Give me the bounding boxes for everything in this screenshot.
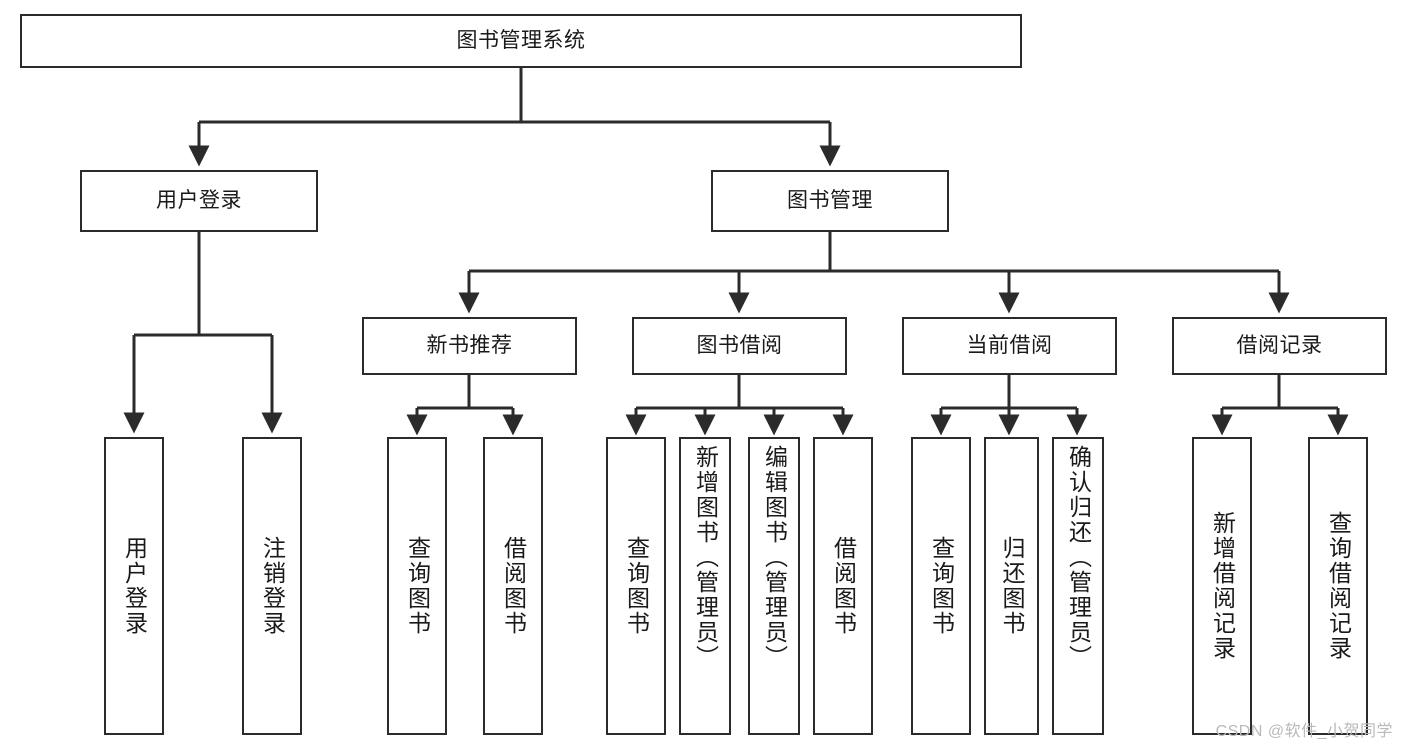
node-root-system[interactable]: 图书管理系统	[20, 14, 1022, 68]
leaf-records-add-record[interactable]: 新增借阅记录	[1192, 437, 1252, 735]
node-current-borrow-label: 当前借阅	[966, 334, 1053, 358]
node-new-book-recommend-label: 新书推荐	[426, 334, 513, 358]
leaf-current-return-book[interactable]: 归还图书	[984, 437, 1039, 735]
node-borrow-records-label: 借阅记录	[1236, 334, 1323, 358]
leaf-new-book-borrow[interactable]: 借阅图书	[483, 437, 543, 735]
leaf-records-query-record[interactable]: 查询借阅记录	[1308, 437, 1368, 735]
node-book-management[interactable]: 图书管理	[711, 170, 949, 232]
leaf-borrow-edit-book-admin[interactable]: 编辑图书（管理员）	[748, 437, 800, 735]
leaf-user-login-logout[interactable]: 注销登录	[242, 437, 302, 735]
leaf-borrow-borrow-book[interactable]: 借阅图书	[813, 437, 873, 735]
node-book-borrow[interactable]: 图书借阅	[632, 317, 847, 375]
leaf-borrow-query-book-label: 查询图书	[623, 536, 650, 636]
leaf-borrow-query-book[interactable]: 查询图书	[606, 437, 666, 735]
watermark-text: CSDN @软件_小贺同学	[1215, 723, 1393, 740]
leaf-current-return-book-label: 归还图书	[999, 536, 1025, 636]
node-borrow-records[interactable]: 借阅记录	[1172, 317, 1387, 375]
leaf-new-book-borrow-label: 借阅图书	[500, 536, 527, 636]
node-book-borrow-label: 图书借阅	[696, 334, 783, 358]
node-current-borrow[interactable]: 当前借阅	[902, 317, 1117, 375]
node-root-system-label: 图书管理系统	[456, 29, 586, 53]
leaf-records-add-record-label: 新增借阅记录	[1209, 511, 1236, 661]
leaf-borrow-edit-book-admin-label: 编辑图书（管理员）	[761, 445, 788, 670]
leaf-user-login-logout-label: 注销登录	[259, 536, 286, 636]
leaf-new-book-query-label: 查询图书	[404, 536, 431, 636]
leaf-current-query-book[interactable]: 查询图书	[911, 437, 971, 735]
leaf-borrow-add-book-admin-label: 新增图书（管理员）	[692, 445, 719, 670]
leaf-user-login-login[interactable]: 用户登录	[104, 437, 164, 735]
node-book-management-label: 图书管理	[787, 189, 873, 213]
leaf-user-login-login-label: 用户登录	[121, 536, 148, 636]
leaf-current-confirm-return-admin[interactable]: 确认归还（管理员）	[1052, 437, 1104, 735]
leaf-new-book-query[interactable]: 查询图书	[387, 437, 447, 735]
leaf-records-query-record-label: 查询借阅记录	[1325, 511, 1352, 661]
leaf-borrow-add-book-admin[interactable]: 新增图书（管理员）	[679, 437, 731, 735]
leaf-borrow-borrow-book-label: 借阅图书	[830, 536, 857, 636]
leaf-current-query-book-label: 查询图书	[928, 536, 955, 636]
node-user-login[interactable]: 用户登录	[80, 170, 318, 232]
node-user-login-label: 用户登录	[156, 189, 242, 213]
leaf-current-confirm-return-admin-label: 确认归还（管理员）	[1065, 445, 1092, 670]
node-new-book-recommend[interactable]: 新书推荐	[362, 317, 577, 375]
